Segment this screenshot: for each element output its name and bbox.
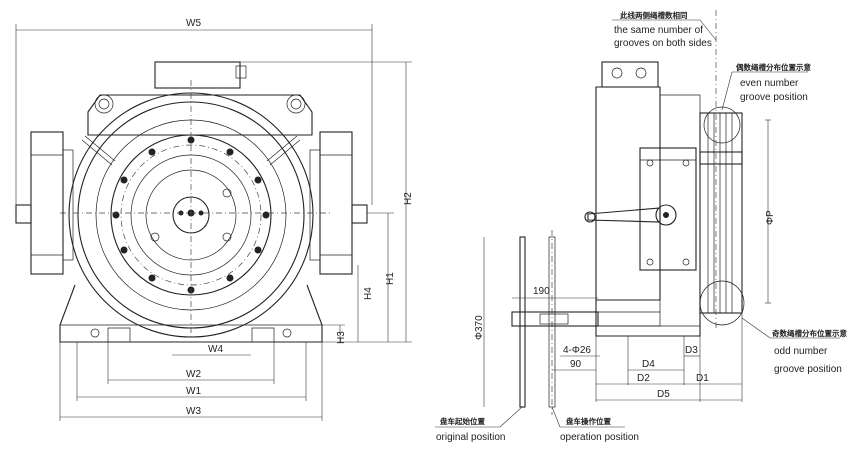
annotations: 此线两侧绳槽数相同 the same number of grooves on …: [435, 10, 847, 443]
dim-w1: W1: [186, 386, 201, 397]
note-same-grooves-en-1: the same number of: [614, 25, 703, 36]
left-brake: [15, 131, 116, 275]
even-groove-detail-circle: [703, 106, 741, 144]
note-same-grooves-cn: 此线两侧绳槽数相同: [620, 10, 688, 20]
dim-d5: D5: [657, 389, 670, 400]
dim-d4: D4: [642, 359, 655, 370]
note-even-en-2: groove position: [740, 92, 808, 103]
front-view: [15, 61, 368, 343]
note-odd-cn: 奇数绳槽分布位置示意: [772, 328, 847, 338]
side-dimensions: ΦP Φ370 190 4-Φ26 90 D4 D3 D2 D1 D5: [474, 119, 776, 407]
dim-holes: 4-Φ26: [563, 345, 591, 356]
handwheel-original: [519, 236, 526, 408]
note-odd-en-1: odd number: [774, 346, 828, 357]
dim-h2: H2: [403, 192, 414, 205]
machine-base: [59, 284, 323, 343]
right-brake: [266, 131, 368, 275]
dim-phi-p: ΦP: [765, 210, 776, 225]
terminal-box: [154, 61, 241, 89]
note-odd-en-2: groove position: [774, 364, 842, 375]
note-same-grooves-en-2: grooves on both sides: [614, 38, 712, 49]
dim-h3: H3: [336, 331, 347, 344]
traction-sheave: [699, 112, 743, 314]
side-brake: [639, 147, 697, 271]
dim-h1: H1: [385, 272, 396, 285]
dim-phi-370: Φ370: [474, 315, 485, 340]
note-operation-cn: 盘车操作位置: [566, 416, 611, 426]
dim-w5: W5: [186, 18, 201, 29]
dim-w4: W4: [208, 344, 223, 355]
side-shaft: [511, 300, 661, 327]
dim-190: 190: [533, 286, 550, 297]
side-base: [595, 300, 701, 337]
dim-d1: D1: [696, 373, 709, 384]
dim-h4: H4: [363, 287, 374, 300]
dim-90: 90: [570, 359, 582, 370]
note-original-cn: 盘车起始位置: [440, 416, 485, 426]
brake-release-lever: [587, 207, 661, 223]
note-operation-en: operation position: [560, 432, 639, 443]
upper-housing: [87, 94, 313, 136]
motor-body-side: [595, 86, 661, 301]
front-dimensions: W5 W4 W2 W1 W3 H2 H1 H4 H3: [15, 18, 414, 421]
dim-d2: D2: [637, 373, 650, 384]
odd-groove-detail-circle: [699, 280, 745, 326]
dim-w2: W2: [186, 369, 201, 380]
side-view: [511, 10, 745, 415]
side-terminal-box: [601, 61, 659, 88]
note-even-en-1: even number: [740, 78, 799, 89]
dim-d3: D3: [685, 345, 698, 356]
note-even-cn: 偶数绳槽分布位置示意: [736, 62, 811, 72]
dim-w3: W3: [186, 406, 201, 417]
note-original-en: original position: [436, 432, 506, 443]
